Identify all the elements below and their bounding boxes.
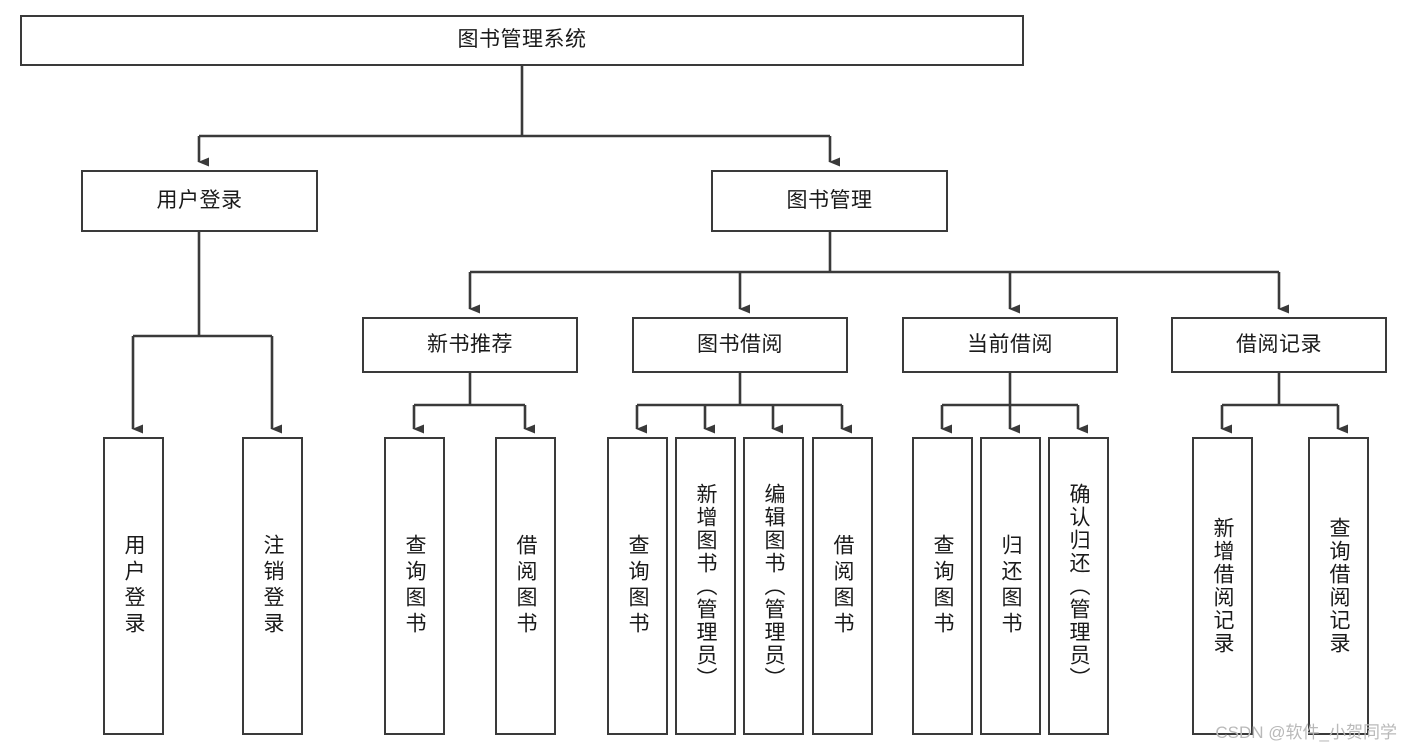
node-borrow-record-label: 借阅记录 (1236, 332, 1322, 356)
node-root-label: 图书管理系统 (457, 28, 587, 52)
node-leaf-confirm-return[interactable]: 确认归还（管理员） (1048, 437, 1109, 735)
node-leaf-edit-book-label: 编辑图书（管理员） (762, 482, 785, 690)
node-root[interactable]: 图书管理系统 (20, 15, 1024, 66)
node-new-book-recommend-label: 新书推荐 (427, 332, 513, 356)
node-leaf-query-book-current-label: 查询图书 (931, 534, 954, 638)
node-leaf-borrow-book-label: 借阅图书 (831, 534, 854, 638)
node-leaf-borrow-book-recommend[interactable]: 借阅图书 (495, 437, 556, 735)
node-leaf-confirm-return-label: 确认归还（管理员） (1067, 482, 1090, 690)
node-leaf-query-book-current[interactable]: 查询图书 (912, 437, 973, 735)
node-leaf-query-borrow-record-label: 查询借阅记录 (1327, 517, 1350, 655)
node-leaf-user-logout-label: 注销登录 (261, 534, 284, 638)
node-leaf-query-book-borrow[interactable]: 查询图书 (607, 437, 668, 735)
node-leaf-add-book-label: 新增图书（管理员） (694, 482, 717, 690)
node-leaf-return-book-label: 归还图书 (999, 534, 1022, 638)
node-new-book-recommend[interactable]: 新书推荐 (362, 317, 578, 373)
node-leaf-user-login-label: 用户登录 (122, 534, 145, 638)
node-leaf-user-login[interactable]: 用户登录 (103, 437, 164, 735)
node-current-borrow-label: 当前借阅 (967, 332, 1053, 356)
node-leaf-borrow-book[interactable]: 借阅图书 (812, 437, 873, 735)
node-book-manage-label: 图书管理 (786, 188, 873, 212)
node-leaf-query-borrow-record[interactable]: 查询借阅记录 (1308, 437, 1369, 735)
node-book-borrow-label: 图书借阅 (697, 332, 783, 356)
node-borrow-record[interactable]: 借阅记录 (1171, 317, 1387, 373)
node-book-manage[interactable]: 图书管理 (711, 170, 948, 232)
node-user-login-label: 用户登录 (156, 188, 243, 212)
node-leaf-add-borrow-record[interactable]: 新增借阅记录 (1192, 437, 1253, 735)
node-leaf-edit-book[interactable]: 编辑图书（管理员） (743, 437, 804, 735)
node-book-borrow[interactable]: 图书借阅 (632, 317, 848, 373)
node-leaf-add-borrow-record-label: 新增借阅记录 (1211, 517, 1234, 655)
node-leaf-query-book-recommend[interactable]: 查询图书 (384, 437, 445, 735)
node-leaf-query-book-recommend-label: 查询图书 (403, 534, 426, 638)
node-leaf-query-book-borrow-label: 查询图书 (626, 534, 649, 638)
csdn-watermark: CSDN @软件_小贺同学 (1215, 723, 1397, 742)
node-leaf-add-book[interactable]: 新增图书（管理员） (675, 437, 736, 735)
node-user-login[interactable]: 用户登录 (81, 170, 318, 232)
node-leaf-user-logout[interactable]: 注销登录 (242, 437, 303, 735)
node-leaf-borrow-book-recommend-label: 借阅图书 (514, 534, 537, 638)
node-current-borrow[interactable]: 当前借阅 (902, 317, 1118, 373)
node-leaf-return-book[interactable]: 归还图书 (980, 437, 1041, 735)
